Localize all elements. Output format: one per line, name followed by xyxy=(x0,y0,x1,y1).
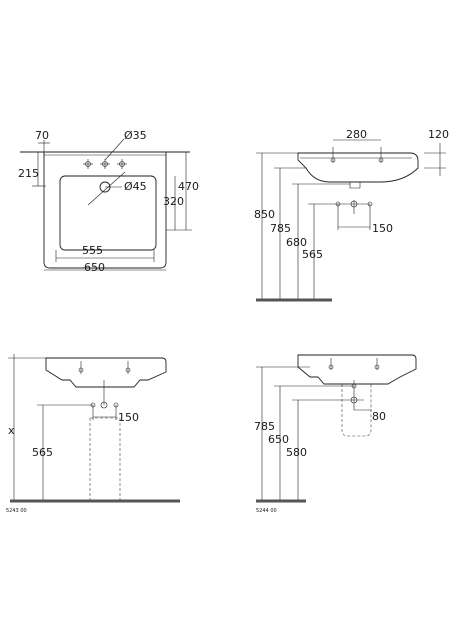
diameter35-leader xyxy=(104,138,125,161)
overflow-diameter-label: Ø45 xyxy=(124,180,147,193)
tap-spacing-label: 280 xyxy=(346,128,367,141)
semi-pedestal-tap-holes xyxy=(328,358,380,370)
basin-outline xyxy=(43,152,167,269)
tap-depth-label: 215 xyxy=(18,167,39,180)
pedestal-basin-profile xyxy=(45,357,167,388)
side-view: 280 120 850 785 680 565 150 xyxy=(254,128,449,302)
pedestal-view: 150 x 565 5243 00 xyxy=(6,354,180,514)
rim-height-label: 850 xyxy=(254,208,275,221)
pedestal-supply-height-label: 565 xyxy=(32,446,53,459)
side-tap-holes xyxy=(330,147,384,163)
tap-hole-diameter-label: Ø35 xyxy=(124,129,147,142)
inner-bowl xyxy=(59,175,157,251)
semi-pedestal-waste-height-label: 650 xyxy=(268,433,289,446)
semi-pedestal-code: 5244 00 xyxy=(256,508,277,514)
basin-bottom-label: 785 xyxy=(270,222,291,235)
side-supply-points xyxy=(335,200,373,230)
tap-offset-label: 70 xyxy=(35,129,49,142)
top-view: 70 Ø35 Ø45 215 470 320 555 650 xyxy=(18,129,199,274)
overflow-leader xyxy=(87,171,126,206)
pedestal-supply-spacing-label: 150 xyxy=(118,411,139,424)
semi-pedestal-supply-points xyxy=(344,380,372,411)
inner-width-label: 555 xyxy=(82,244,103,257)
semi-pedestal-supply-height-label: 580 xyxy=(286,446,307,459)
pedestal-code: 5243 00 xyxy=(6,508,27,514)
supply-spacing-label: 150 xyxy=(372,222,393,235)
width-label: 650 xyxy=(84,261,105,274)
semi-pedestal-basin-bottom-label: 785 xyxy=(254,420,275,433)
supply-height-label: 565 xyxy=(302,248,323,261)
pedestal-height-variable-label: x xyxy=(8,424,15,437)
pedestal-column xyxy=(89,417,121,503)
bowl-height-label: 120 xyxy=(428,128,449,141)
pedestal-tap-holes xyxy=(78,361,131,374)
semi-pedestal-supply-offset-label: 80 xyxy=(372,410,386,423)
tap-holes xyxy=(83,159,127,169)
inner-depth-label: 320 xyxy=(163,195,184,208)
waste-height-label: 680 xyxy=(286,236,307,249)
semi-pedestal-basin-profile xyxy=(297,354,417,385)
depth-label: 470 xyxy=(178,180,199,193)
side-waste xyxy=(349,182,361,189)
semi-pedestal-view: 80 785 650 580 5244 00 xyxy=(254,354,417,514)
side-basin-profile xyxy=(297,152,419,183)
pedestal-supply-points xyxy=(90,401,119,420)
